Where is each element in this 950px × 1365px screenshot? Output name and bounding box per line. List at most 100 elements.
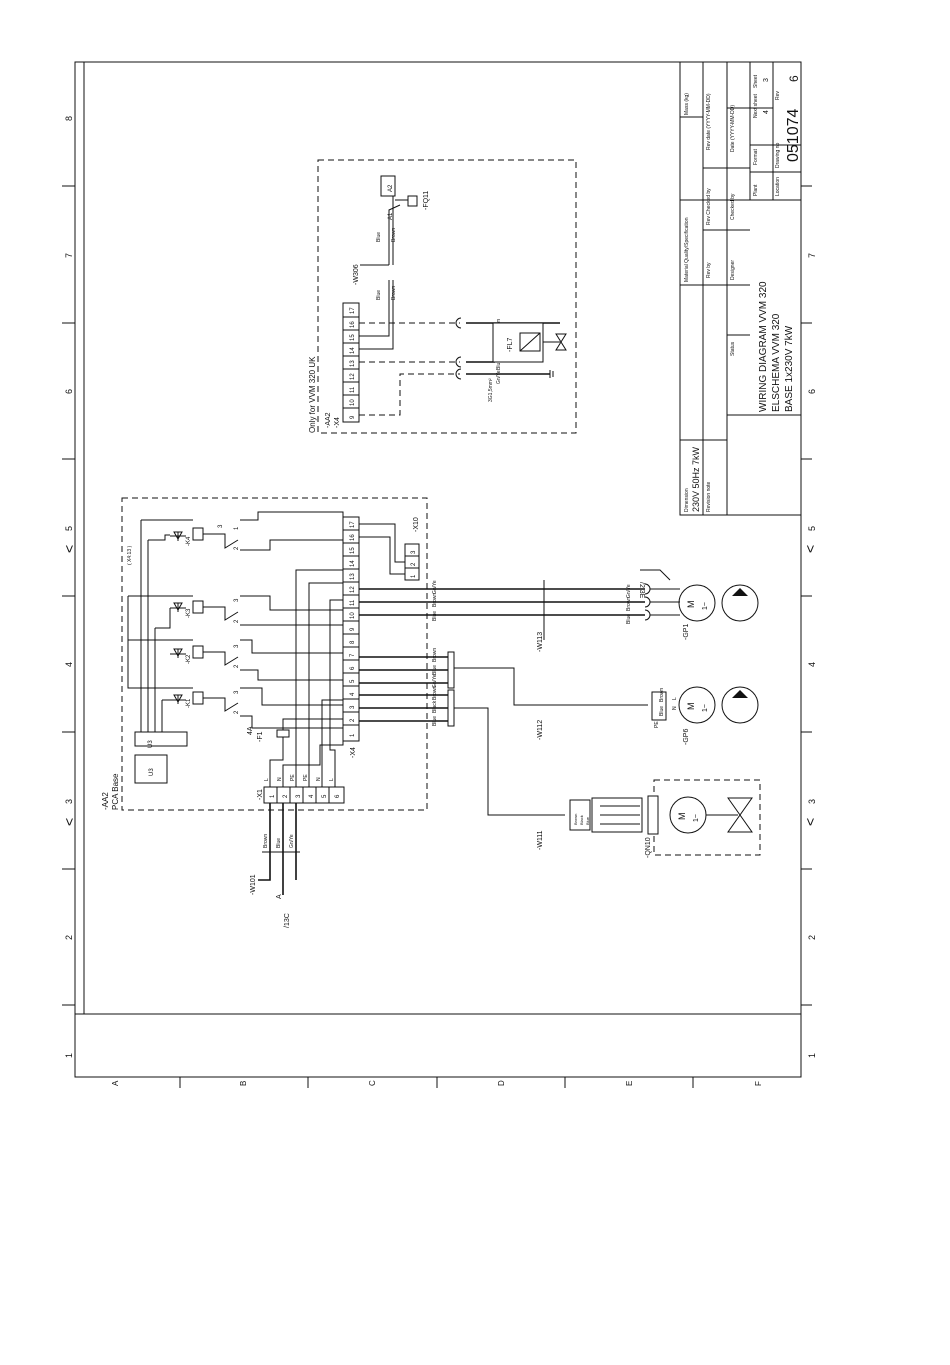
gp6-blue: Blue	[659, 706, 665, 716]
pca-aa2-label: -AA2	[101, 792, 110, 810]
x10-terminal: 3	[411, 550, 417, 554]
x1-top-label: PE	[290, 774, 296, 781]
wire-blue: Blue	[432, 611, 438, 621]
row-label: 2	[807, 935, 817, 940]
relay-contact: 2	[234, 546, 240, 550]
col-label: A	[111, 1080, 120, 1086]
x1-terminal: 1	[270, 794, 276, 798]
title-line-1: WIRING DIAGRAM VVM 320	[758, 281, 769, 412]
relay-contact: 3	[234, 598, 240, 602]
x1-terminal: 4	[309, 794, 315, 798]
cable-brown: Brown	[263, 834, 269, 848]
gp6-n: N	[672, 706, 678, 710]
rev-date-label: Rev date (YYYY-MM-DD)	[706, 93, 712, 150]
row-label: 5	[807, 526, 817, 531]
x1-top-label: L	[264, 778, 270, 781]
x10-terminal: 1	[411, 574, 417, 578]
x1-terminal: 5	[322, 794, 328, 798]
relay-contact: 3	[218, 524, 224, 528]
row-label: 6	[64, 389, 74, 394]
relay-note: ( X4:13 )	[127, 545, 133, 565]
qn10-wire-brown: Brown	[432, 686, 438, 700]
revision-note-label: Revision note	[706, 481, 712, 512]
qn10-brown: Brown	[573, 814, 578, 825]
x4-terminal: 13	[350, 573, 356, 580]
row-label: 4	[64, 662, 74, 667]
fq11-a2: A2	[388, 184, 394, 192]
rev-value: 6	[787, 75, 801, 82]
drawing-no-label: Drawing no	[775, 142, 781, 168]
x4-terminal: 8	[350, 640, 356, 644]
sheet-value: 3	[763, 78, 770, 82]
gp6-brown: Brown	[659, 688, 665, 702]
gp6-pe: PE	[654, 721, 660, 728]
x4-terminal: 6	[350, 666, 356, 670]
gp6-ac: 1~	[702, 704, 709, 712]
uk-wire-blue: Blue	[496, 360, 502, 370]
x10-label: -X10	[413, 517, 420, 532]
material-label: Material Quality/Specification	[684, 217, 690, 282]
relay-label: -K4	[186, 536, 192, 546]
w101-label: -W101	[250, 874, 257, 895]
col-label: B	[239, 1081, 248, 1086]
x4-terminal: 12	[350, 586, 356, 593]
gp6-pump: M 1~ PE N L Brown Blue -GP6	[651, 686, 759, 745]
x4-terminal: 7	[350, 653, 356, 657]
uk-terminal: 14	[350, 347, 356, 354]
grid-ticks	[62, 185, 812, 1088]
x4-terminal: 3	[350, 705, 356, 709]
uk-x4-label: -X4	[334, 417, 341, 428]
fl7-label: -FL7	[507, 338, 514, 353]
grid-arrows: < < < <	[61, 545, 818, 826]
relay-contact: 1	[234, 526, 240, 530]
grid-row-labels-right: 1 2 3 4 5 6 7	[807, 253, 817, 1058]
gp1-wire-brown: Brown	[626, 597, 632, 611]
qn10-black: Black	[579, 815, 584, 825]
row-label: 1	[64, 1053, 74, 1058]
symbol-a: A	[276, 894, 283, 899]
gp6-l: L	[672, 697, 678, 700]
x4-terminal: 1	[350, 733, 356, 737]
qn10-motor: M	[677, 813, 687, 821]
cable-gnye: Gn/Ye	[289, 834, 295, 848]
fq11-a1: A1	[388, 212, 394, 220]
uk-note: Only for VVM 320 UK	[308, 356, 317, 433]
x10-terminal: 2	[411, 562, 417, 566]
x4-terminal: 2	[350, 718, 356, 722]
uk-only-block: Only for VVM 320 UK -AA2 -X4 9 10 11 12 …	[308, 159, 577, 434]
grid-row-labels-left: 1 2 3 4 5 6 7 8	[64, 116, 74, 1058]
relay-contact: 3	[234, 690, 240, 694]
uk-blue-2: Blue	[376, 232, 382, 242]
uk-terminal: 15	[350, 334, 356, 341]
cable-blue: Blue	[276, 838, 282, 848]
arrow-marker: <	[61, 545, 77, 553]
x4-terminal: 10	[350, 612, 356, 619]
w113-label: -W113	[537, 632, 544, 652]
w112-label: -W112	[537, 720, 544, 740]
u3-label: U3	[148, 740, 154, 748]
uk-terminal: 10	[350, 399, 356, 406]
sheet-label: Sheet	[753, 74, 759, 88]
plant-label: Plant	[753, 184, 759, 196]
title-line-2: ELSCHEMA VVM 320	[771, 313, 782, 412]
wire-gnye: Gn/Ye	[432, 580, 438, 594]
location-label: Location	[775, 177, 781, 196]
relay-contact: 3	[234, 644, 240, 648]
row-label: 5	[64, 526, 74, 531]
x4-terminal: 17	[350, 521, 356, 528]
uk-terminal: 13	[350, 360, 356, 367]
gp6-wire-brown: Brown	[432, 648, 438, 662]
uk-blue: Blue	[376, 290, 382, 300]
uk-brown-2: Brown	[391, 228, 397, 242]
f1-rating: 4A	[247, 726, 254, 735]
gp1-ac: 1~	[702, 602, 709, 610]
pca-x4-label: -X4	[350, 747, 357, 758]
mass-label: Mass (kg)	[684, 93, 690, 115]
pca-name: PCA Base	[111, 773, 120, 810]
f1-label: -F1	[257, 731, 264, 742]
x4-terminal: 14	[350, 560, 356, 567]
dimension-label: Dimension	[684, 488, 690, 512]
gp6-motor: M	[686, 703, 696, 711]
wire-brown: Brown	[432, 593, 438, 607]
qn10-wire-blue: Blue	[432, 716, 438, 726]
